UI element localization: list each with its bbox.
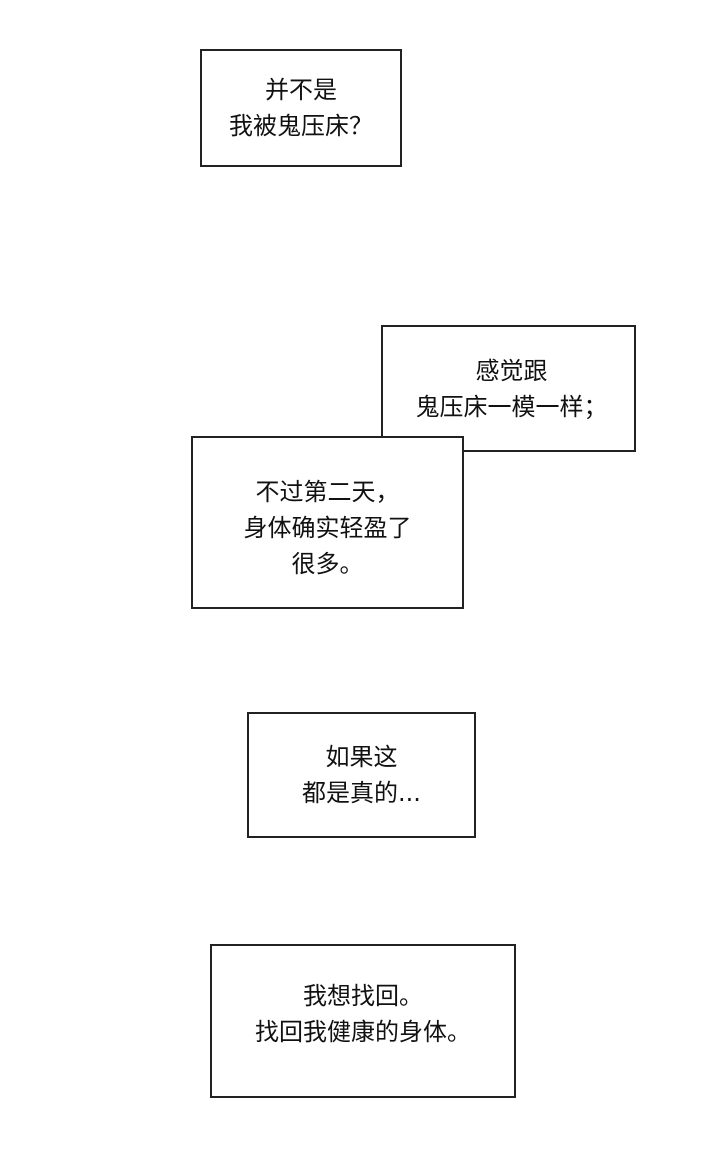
- caption-line: 都是真的...: [302, 779, 421, 807]
- caption-line: 找回我健康的身体。: [255, 1018, 471, 1046]
- caption-line: 很多。: [291, 549, 364, 578]
- caption-box-1: 并不是 我被鬼压床？: [200, 49, 402, 167]
- caption-line: 不过第二天，: [255, 477, 400, 506]
- caption-box-5: 我想找回。 找回我健康的身体。: [210, 944, 516, 1098]
- caption-line: 鬼压床一模一样；: [415, 393, 608, 421]
- caption-line: 我被鬼压床？: [229, 112, 373, 140]
- caption-line: 身体确实轻盈了: [243, 513, 412, 542]
- caption-box-4: 如果这 都是真的...: [247, 712, 476, 838]
- caption-box-2: 感觉跟 鬼压床一模一样；: [381, 325, 636, 452]
- caption-line: 如果这: [325, 743, 398, 771]
- caption-line: 我想找回。: [303, 982, 423, 1010]
- caption-line: 感觉跟: [475, 357, 548, 385]
- caption-box-3: 不过第二天， 身体确实轻盈了 很多。: [191, 436, 464, 609]
- caption-line: 并不是: [265, 76, 337, 104]
